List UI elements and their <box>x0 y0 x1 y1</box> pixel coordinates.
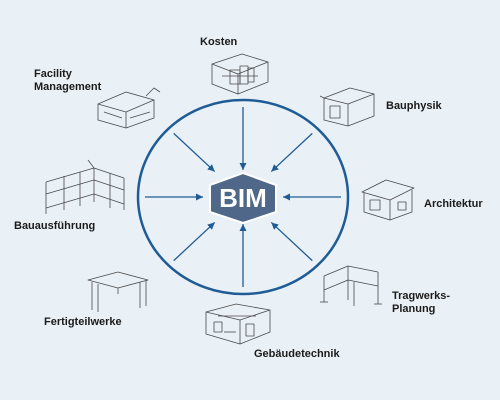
arrows-group <box>145 107 341 287</box>
label-bauausfuehrung: Bauausführung <box>14 220 96 232</box>
arrowhead-architektur <box>283 193 290 201</box>
label-architektur: Architektur <box>424 198 483 210</box>
label-facility-management: Facility Management <box>34 68 102 93</box>
arrowhead-fertigteilwerke <box>207 222 215 230</box>
label-fertigteilwerke: Fertigteilwerke <box>44 316 122 328</box>
arrowhead-gebaeudetechnik <box>239 224 247 231</box>
arrowhead-kosten <box>239 163 247 170</box>
precast-frame-icon <box>87 271 149 312</box>
arrowhead-bauausfuehrung <box>196 193 203 201</box>
construction-scaffold-icon <box>45 159 125 214</box>
arrow-fertigteilwerke <box>173 221 216 262</box>
cost-model-icon <box>211 53 269 95</box>
label-gebaeudetechnik: Gebäudetechnik <box>254 348 340 360</box>
arrowhead-tragwerksplanung <box>271 222 279 230</box>
label-bauphysik: Bauphysik <box>386 100 442 112</box>
arrow-tragwerksplanung <box>270 221 313 262</box>
bim-ring <box>136 98 350 296</box>
building-services-icon <box>205 303 271 345</box>
structural-frame-icon <box>320 265 382 306</box>
arrowhead-bauphysik <box>271 164 279 172</box>
arrow-bauphysik <box>270 132 313 173</box>
label-kosten: Kosten <box>200 36 238 48</box>
arrowhead-facility_management <box>207 164 215 172</box>
bim-label: BIM <box>219 183 267 213</box>
bim-hexagon <box>209 171 277 225</box>
building-physics-icon <box>319 87 375 127</box>
arrow-facility_management <box>173 132 216 173</box>
architecture-house-icon <box>361 179 415 221</box>
label-tragwerksplanung: Tragwerks- Planung <box>392 290 451 315</box>
facility-building-icon <box>97 87 161 129</box>
